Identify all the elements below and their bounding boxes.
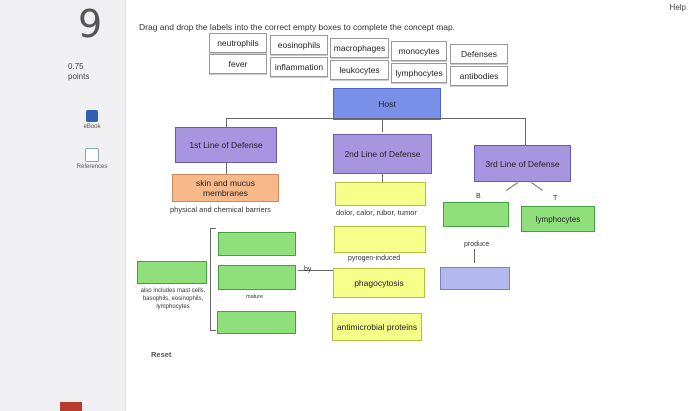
- lymphocytes-box: lymphocytes: [521, 206, 595, 232]
- ebook-label: eBook: [83, 124, 101, 130]
- chip-antibodies[interactable]: antibodies: [450, 66, 508, 86]
- sidebar: [0, 0, 126, 411]
- bracket-bottom: [210, 330, 216, 331]
- arrow-produce: [474, 249, 475, 263]
- chip-neutrophils[interactable]: neutrophils: [209, 33, 267, 53]
- antimicrobial-box: antimicrobial proteins: [332, 313, 422, 341]
- host-box: Host: [333, 88, 441, 120]
- dropzone-defenses[interactable]: [440, 267, 510, 290]
- points-display: 0.75 points: [68, 62, 89, 82]
- physical-chemical-label: physical and chemical barriers: [170, 205, 271, 214]
- bracket-vertical: [210, 228, 211, 330]
- pyrogen-label: pyrogen-induced: [348, 255, 401, 262]
- points-value: 0.75: [68, 62, 84, 71]
- arrow-second-down: [382, 174, 383, 182]
- connector-by: [298, 270, 333, 271]
- arrow-to-t: [530, 182, 544, 191]
- connector-first: [226, 118, 227, 128]
- phagocytosis-box: phagocytosis: [333, 268, 425, 298]
- connector-third: [525, 118, 526, 146]
- chip-defenses[interactable]: Defenses: [450, 44, 508, 64]
- dropzone-monocytes[interactable]: [218, 265, 296, 290]
- brand-logo: [60, 402, 82, 411]
- chip-macrophages[interactable]: macrophages: [330, 38, 389, 58]
- dolor-label: dolor, calor, rubor, tumor: [336, 208, 417, 217]
- help-link[interactable]: Help: [669, 3, 686, 12]
- mature-label: mature: [246, 294, 264, 300]
- ebook-icon: [86, 110, 98, 122]
- by-label: by: [304, 266, 312, 273]
- third-line-box: 3rd Line of Defense: [474, 145, 571, 182]
- question-number: 9: [78, 2, 103, 46]
- chip-monocytes[interactable]: monocytes: [391, 41, 447, 61]
- first-line-box: 1st Line of Defense: [175, 127, 277, 163]
- chip-lymphocytes[interactable]: lymphocytes: [391, 63, 447, 83]
- references-icon: [85, 148, 99, 162]
- dropzone-antibodies[interactable]: [443, 202, 509, 227]
- skin-mucus-box: skin and mucus membranes: [172, 174, 279, 202]
- ebook-button[interactable]: eBook: [72, 110, 112, 130]
- second-line-box: 2nd Line of Defense: [333, 134, 432, 174]
- dropzone-fever[interactable]: [334, 226, 426, 253]
- dropzone-inflammation[interactable]: [335, 182, 426, 206]
- references-label: References: [76, 164, 108, 170]
- dropzone-neutrophils[interactable]: [218, 232, 296, 256]
- t-label: T: [553, 195, 558, 202]
- chip-fever[interactable]: fever: [209, 54, 267, 74]
- connector-horizontal: [226, 118, 526, 119]
- chip-eosinophils[interactable]: eosinophils: [270, 35, 328, 55]
- also-includes-label: also includes mast cells, basophils, eos…: [140, 288, 206, 310]
- chip-inflammation[interactable]: inflammation: [270, 57, 328, 77]
- connector-second: [382, 118, 383, 132]
- dropzone-leukocytes[interactable]: [137, 261, 207, 284]
- arrow-to-b: [505, 182, 519, 191]
- chip-leukocytes[interactable]: leukocytes: [330, 60, 389, 80]
- arrow-first-down: [226, 163, 227, 175]
- b-label: B: [476, 193, 481, 200]
- points-label: points: [68, 72, 90, 81]
- instruction-text: Drag and drop the labels into the correc…: [139, 22, 456, 32]
- references-button[interactable]: References: [72, 148, 112, 170]
- reset-button[interactable]: Reset: [151, 350, 172, 359]
- produce-label: produce: [464, 241, 490, 248]
- dropzone-macrophages[interactable]: [217, 311, 296, 334]
- bracket-top: [210, 228, 216, 229]
